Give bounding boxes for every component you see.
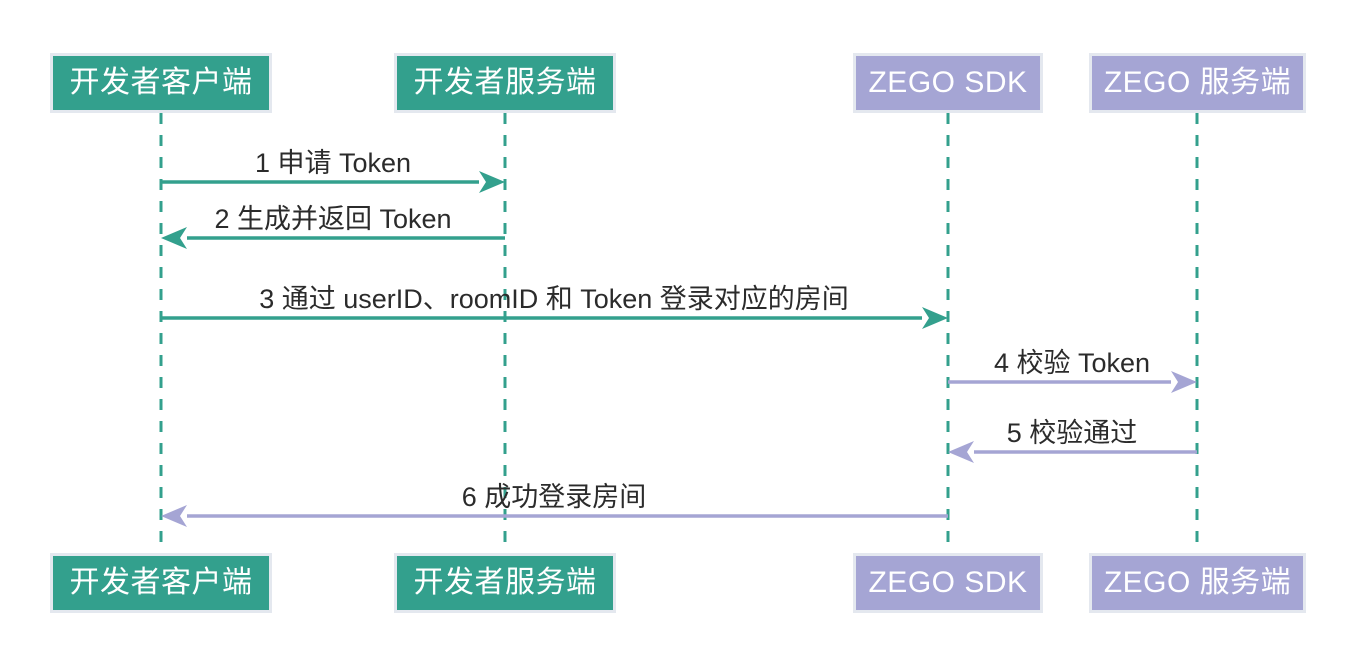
- participant-label: 开发者客户端: [69, 566, 253, 599]
- participant-zego-server-bottom[interactable]: ZEGO 服务端: [1089, 553, 1306, 613]
- message-arrow-4: [948, 371, 1197, 393]
- message-arrows-group: [161, 171, 1197, 527]
- participant-zego-server-top[interactable]: ZEGO 服务端: [1089, 53, 1306, 113]
- participant-zego-sdk-bottom[interactable]: ZEGO SDK: [853, 553, 1043, 613]
- lifelines-group: [159, 113, 1199, 553]
- message-label-5: 5 校验通过: [1006, 418, 1138, 448]
- message-arrow-1: [161, 171, 505, 193]
- message-arrow-2: [161, 227, 505, 249]
- participant-dev-client-bottom[interactable]: 开发者客户端: [50, 553, 272, 613]
- participant-label: ZEGO SDK: [868, 66, 1028, 99]
- message-arrow-3: [161, 307, 948, 329]
- participant-label: ZEGO 服务端: [1103, 566, 1292, 599]
- participant-zego-sdk-top[interactable]: ZEGO SDK: [853, 53, 1043, 113]
- participant-label: 开发者服务端: [413, 66, 597, 99]
- participant-label: ZEGO SDK: [868, 566, 1028, 599]
- message-label-2: 2 生成并返回 Token: [214, 204, 452, 234]
- message-label-4: 4 校验 Token: [993, 348, 1151, 378]
- participant-label: 开发者服务端: [413, 566, 597, 599]
- message-label-3: 3 通过 userID、roomID 和 Token 登录对应的房间: [259, 284, 849, 314]
- participant-label: 开发者客户端: [69, 66, 253, 99]
- message-arrow-5: [948, 441, 1197, 463]
- message-arrow-6: [161, 505, 948, 527]
- message-label-1: 1 申请 Token: [254, 148, 412, 178]
- participant-dev-server-bottom[interactable]: 开发者服务端: [394, 553, 616, 613]
- participant-dev-client-top[interactable]: 开发者客户端: [50, 53, 272, 113]
- message-label-6: 6 成功登录房间: [461, 482, 647, 512]
- participant-dev-server-top[interactable]: 开发者服务端: [394, 53, 616, 113]
- participant-label: ZEGO 服务端: [1103, 66, 1292, 99]
